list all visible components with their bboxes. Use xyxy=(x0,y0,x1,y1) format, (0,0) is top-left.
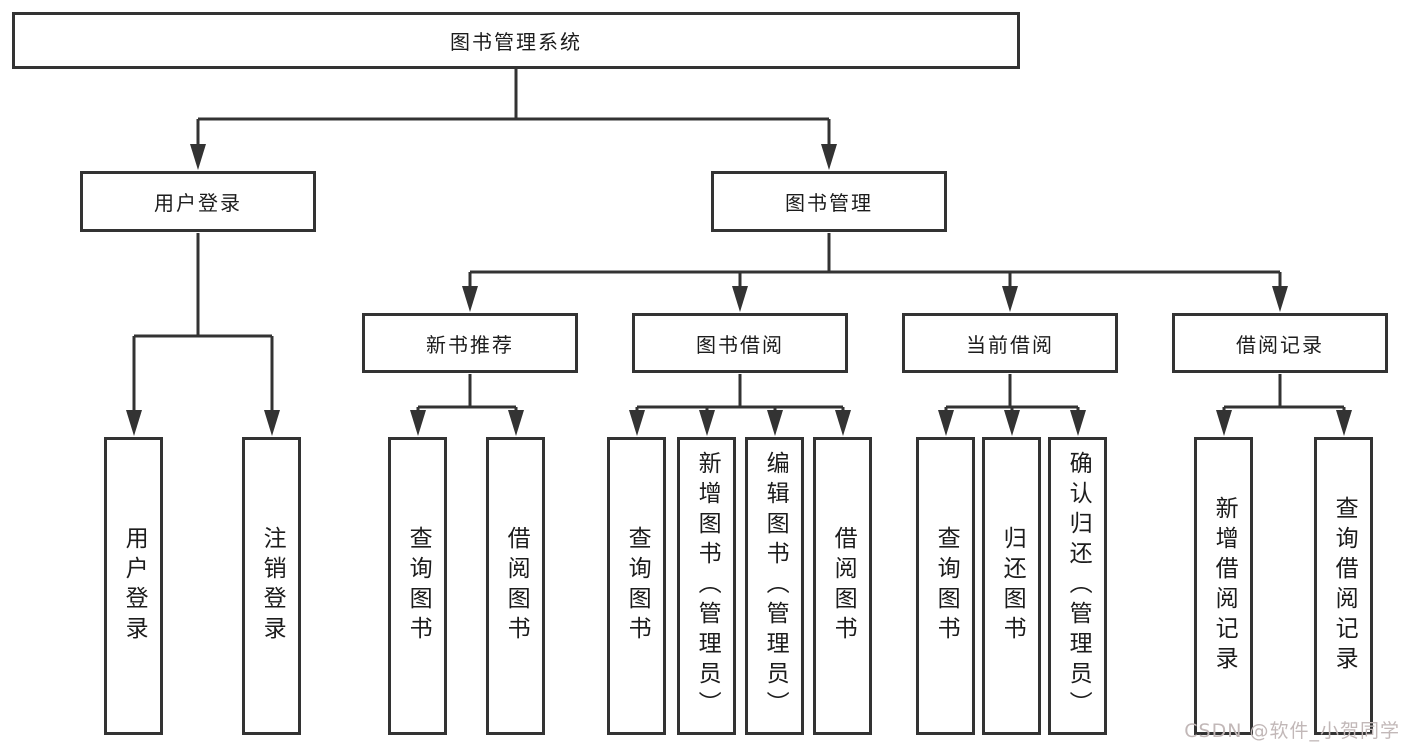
arrow-down-icon xyxy=(699,410,715,436)
arrow-down-icon xyxy=(1216,410,1232,436)
leaf-query-borrow-record: 查询借阅记录 xyxy=(1314,437,1373,735)
arrow-down-icon xyxy=(1004,410,1020,436)
arrow-down-icon xyxy=(1070,410,1086,436)
leaf-label: 注销登录 xyxy=(259,526,286,646)
leaf-query-books-current: 查询图书 xyxy=(916,437,975,735)
connector-root-to-level2 xyxy=(196,69,831,148)
arrow-down-icon xyxy=(190,144,206,170)
leaf-label: 用户登录 xyxy=(121,526,148,646)
arrow-down-icon xyxy=(732,286,748,312)
arrow-down-icon xyxy=(629,410,645,436)
arrow-down-icon xyxy=(1272,286,1288,312)
arrow-down-icon xyxy=(508,410,524,436)
arrow-down-icon xyxy=(410,410,426,436)
node-new-book-recommend: 新书推荐 xyxy=(362,313,578,373)
arrow-down-icon xyxy=(264,410,280,436)
leaf-label: 新增借阅记录 xyxy=(1211,496,1238,676)
leaf-add-borrow-record: 新增借阅记录 xyxy=(1194,437,1253,735)
node-book-management: 图书管理 xyxy=(711,171,947,232)
arrow-down-icon xyxy=(126,410,142,436)
leaf-return-books: 归还图书 xyxy=(982,437,1041,735)
leaf-label: 查询图书 xyxy=(933,526,960,646)
leaf-logout: 注销登录 xyxy=(242,437,301,735)
leaf-edit-book-admin: 编辑图书（管理员） xyxy=(745,437,804,735)
leaf-user-login: 用户登录 xyxy=(104,437,163,735)
connector-userlogin-children xyxy=(132,233,274,414)
leaf-label: 编辑图书（管理员） xyxy=(762,451,789,721)
arrow-down-icon xyxy=(835,410,851,436)
leaf-confirm-return-admin: 确认归还（管理员） xyxy=(1048,437,1107,735)
leaf-query-books-borrowing: 查询图书 xyxy=(607,437,666,735)
node-borrow-records: 借阅记录 xyxy=(1172,313,1388,373)
node-user-login: 用户登录 xyxy=(80,171,316,232)
leaf-add-book-admin: 新增图书（管理员） xyxy=(677,437,736,735)
leaf-query-books-recommend: 查询图书 xyxy=(388,437,447,735)
node-book-borrowing: 图书借阅 xyxy=(632,313,848,373)
leaf-borrow-books-recommend: 借阅图书 xyxy=(486,437,545,735)
connector-records-children xyxy=(1222,374,1346,414)
leaf-label: 查询借阅记录 xyxy=(1331,496,1358,676)
leaf-label: 确认归还（管理员） xyxy=(1065,451,1092,721)
arrow-down-icon xyxy=(938,410,954,436)
connector-newbooks-children xyxy=(416,374,518,414)
arrow-down-icon xyxy=(1336,410,1352,436)
leaf-label: 新增图书（管理员） xyxy=(694,451,721,721)
connector-bookmgmt-children xyxy=(468,233,1282,290)
node-current-borrowing: 当前借阅 xyxy=(902,313,1118,373)
arrow-down-icon xyxy=(462,286,478,312)
arrow-down-icon xyxy=(821,144,837,170)
arrow-down-icon xyxy=(1002,286,1018,312)
connector-current-children xyxy=(944,374,1080,414)
leaf-label: 查询图书 xyxy=(624,526,651,646)
arrow-down-icon xyxy=(767,410,783,436)
leaf-label: 借阅图书 xyxy=(503,526,530,646)
leaf-label: 归还图书 xyxy=(999,526,1026,646)
node-library-management-system: 图书管理系统 xyxy=(12,12,1020,69)
connector-borrowing-children xyxy=(635,374,845,414)
leaf-label: 查询图书 xyxy=(405,526,432,646)
leaf-borrow-books: 借阅图书 xyxy=(813,437,872,735)
leaf-label: 借阅图书 xyxy=(830,526,857,646)
